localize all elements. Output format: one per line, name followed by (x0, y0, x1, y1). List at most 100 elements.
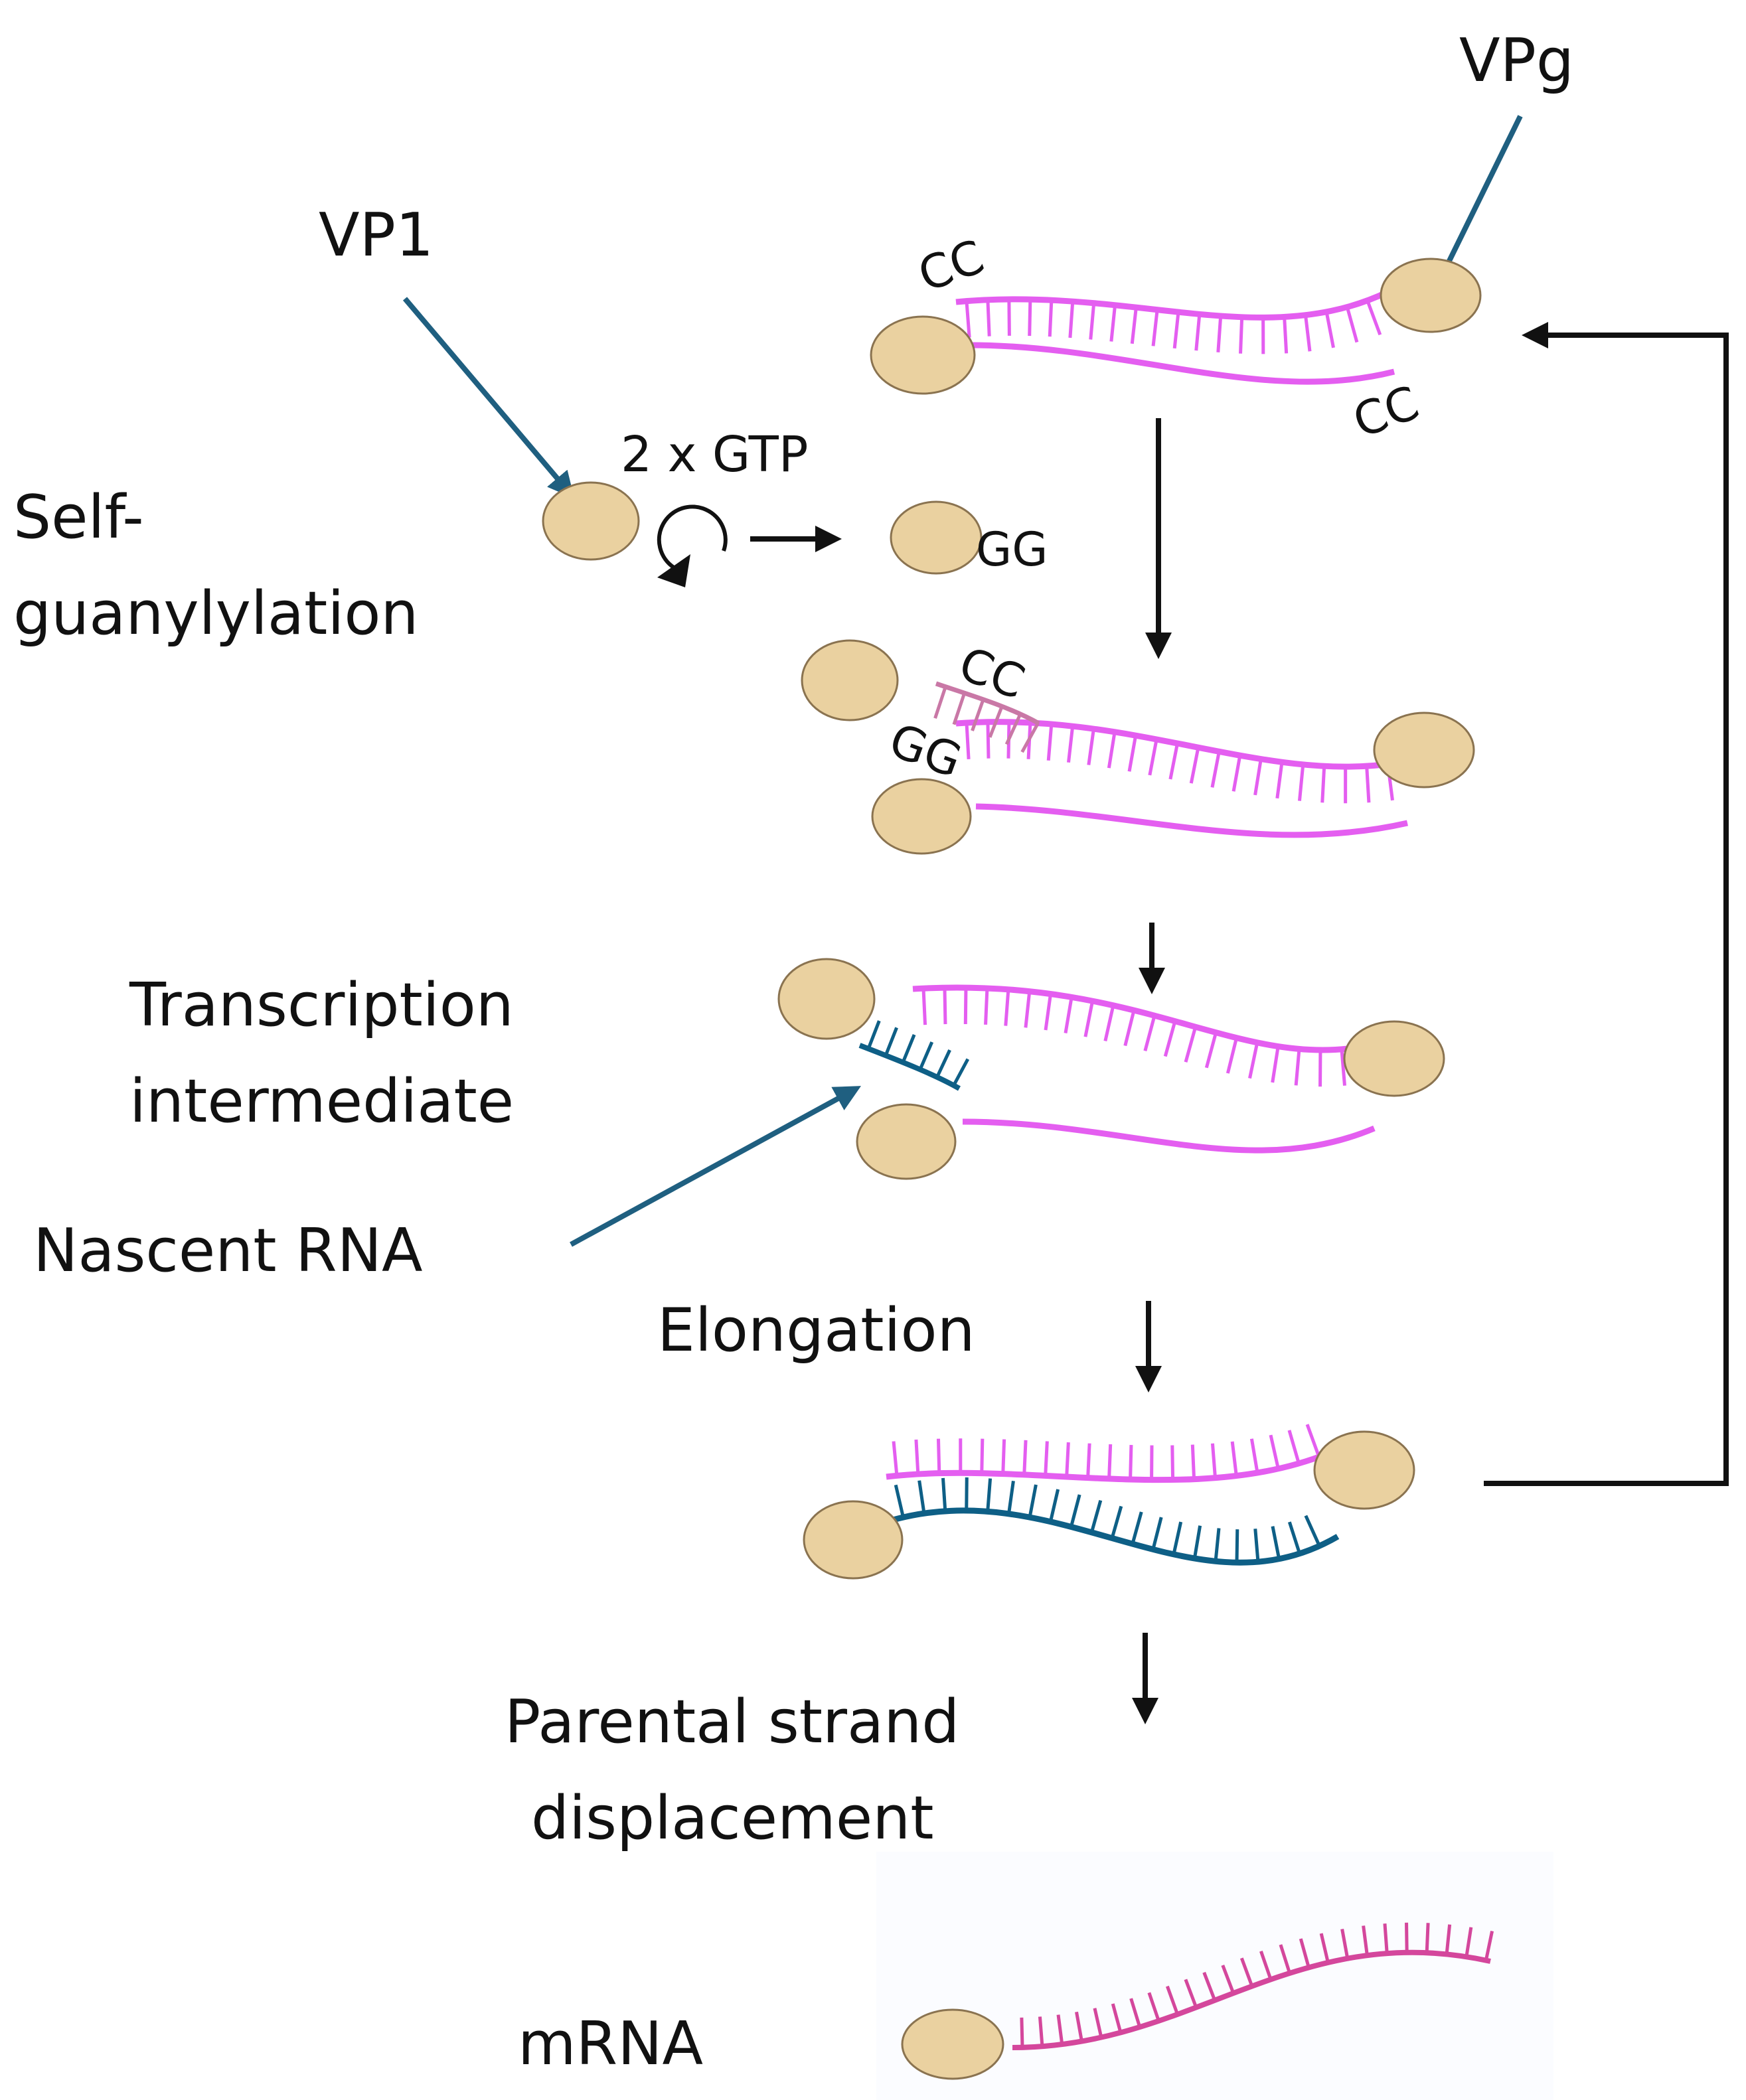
base-pair-tick (1194, 314, 1202, 351)
base-pair-tick (1287, 1430, 1301, 1464)
row1-bottom-strand (969, 342, 1395, 385)
base-pair-tick (1107, 731, 1117, 769)
base-pair-tick (1163, 1020, 1177, 1057)
base-pair-tick (1064, 996, 1073, 1034)
base-pair-tick (941, 1477, 947, 1511)
base-pair-tick (1067, 725, 1075, 763)
base-pair-tick (1111, 2003, 1123, 2034)
self-guanylylation-label-line2: guanylylation (13, 579, 418, 648)
row2-bottom-strand (975, 803, 1408, 838)
row4-nascent-strand (892, 1507, 1340, 1566)
base-pair-tick (1271, 1046, 1280, 1083)
base-pair-tick (1048, 1489, 1060, 1523)
vp1-protein-left (870, 315, 976, 395)
parental-strand-displacement-label-line2: displacement (531, 1783, 934, 1853)
base-pair-tick (965, 301, 971, 338)
gtp-label: 2 x GTP (621, 426, 808, 483)
mrna-bases (1020, 1922, 1494, 2048)
base-pair-tick (1214, 1528, 1221, 1562)
vp1-protein-guanylylated (890, 500, 983, 575)
row3-transcription-intermediate (777, 958, 1445, 1180)
base-pair-tick (1383, 1923, 1389, 1954)
base-pair-tick (914, 1439, 920, 1475)
circular-arrow-icon (657, 504, 728, 587)
row2-primer-pairs (933, 686, 1040, 753)
base-pair-tick (1239, 1957, 1254, 1987)
base-pair-tick (980, 1438, 985, 1473)
parental-strand-displacement-label-line1: Parental strand (505, 1687, 959, 1757)
base-pair-tick (1445, 1924, 1452, 1955)
vpg-protein-mrna (901, 2008, 1004, 2080)
vp1-label: VP1 (319, 200, 434, 270)
base-pair-tick (1221, 1965, 1235, 1994)
base-pair-tick (1083, 1000, 1095, 1037)
base-pair-tick (1210, 1443, 1217, 1478)
mrna-strand (1012, 1949, 1491, 2050)
base-pair-tick (1089, 1499, 1103, 1533)
base-pair-tick (1020, 722, 1040, 753)
base-pair-tick (1253, 1529, 1260, 1562)
row2-primer-strand (935, 681, 1040, 726)
base-pair-tick (1248, 1042, 1259, 1079)
base-pair-tick (963, 987, 968, 1025)
base-pair-tick (1004, 989, 1010, 1026)
base-pair-tick (894, 1484, 905, 1518)
row3-nascent-pairs (866, 1020, 970, 1087)
base-pair-tick (1004, 713, 1022, 745)
row1-top-strand (955, 289, 1389, 321)
vpg-protein-row2 (1373, 712, 1475, 788)
base-pair-tick (1007, 1480, 1015, 1515)
base-pair-tick (1022, 1440, 1028, 1475)
base-pair-tick (1087, 728, 1095, 765)
base-pair-tick (1107, 1444, 1113, 1479)
base-pair-tick (1204, 1031, 1218, 1069)
base-pair-tick (884, 1027, 898, 1057)
base-pair-tick (1131, 1511, 1143, 1544)
base-pair-tick (1216, 315, 1223, 353)
base-pair-tick (1044, 1441, 1049, 1476)
base-pair-tick (1148, 739, 1158, 776)
base-pair-tick (1294, 1049, 1301, 1086)
row1-base-pairs (965, 291, 1404, 354)
base-pair-tick (1287, 1521, 1301, 1554)
base-pair-tick (952, 692, 967, 725)
base-pair-tick (918, 1041, 934, 1071)
base-pair-tick (1168, 743, 1179, 780)
base-pair-tick (1130, 307, 1138, 344)
cc-label-top: CC (912, 229, 991, 302)
vp1-protein-free (542, 481, 640, 561)
row3-base-pairs-top (921, 987, 1346, 1087)
base-pair-tick (1231, 755, 1242, 792)
base-pair-tick (965, 722, 971, 759)
base-pair-tick (1007, 299, 1011, 336)
row4-parental-pairs (892, 1424, 1321, 1480)
base-pair-tick (1093, 2008, 1103, 2038)
base-pair-tick (1253, 759, 1263, 796)
base-pair-tick (1279, 1944, 1291, 1974)
row3-top-strand (912, 984, 1348, 1053)
base-pair-tick (917, 1480, 926, 1514)
base-pair-tick (1365, 766, 1371, 803)
base-pair-tick (1001, 1439, 1006, 1474)
gg-label-product: GG (976, 522, 1048, 577)
base-pair-tick (935, 1049, 951, 1078)
vpg-label: VPg (1459, 26, 1574, 96)
self-guanylylation-label-line1: Self- (13, 483, 144, 552)
base-pair-tick (1123, 1010, 1136, 1047)
base-pair-tick (986, 721, 991, 759)
base-pair-tick (1271, 1526, 1281, 1560)
cc-label-bottom: CC (1346, 375, 1426, 448)
base-pair-tick (988, 706, 1004, 738)
base-pair-tick (1068, 301, 1075, 338)
vpg-protein-row4 (1313, 1430, 1415, 1510)
base-pair-tick (1129, 1998, 1142, 2028)
base-pair-tick (1056, 2014, 1064, 2045)
row4-nascent-pairs (894, 1477, 1321, 1563)
vp1-protein-lower (871, 778, 972, 855)
base-pair-tick (1038, 2016, 1044, 2047)
base-pair-tick (1484, 1931, 1494, 1961)
base-pair-tick (1151, 1517, 1163, 1550)
base-pair-tick (1172, 1521, 1183, 1555)
base-pair-tick (1304, 1515, 1321, 1547)
